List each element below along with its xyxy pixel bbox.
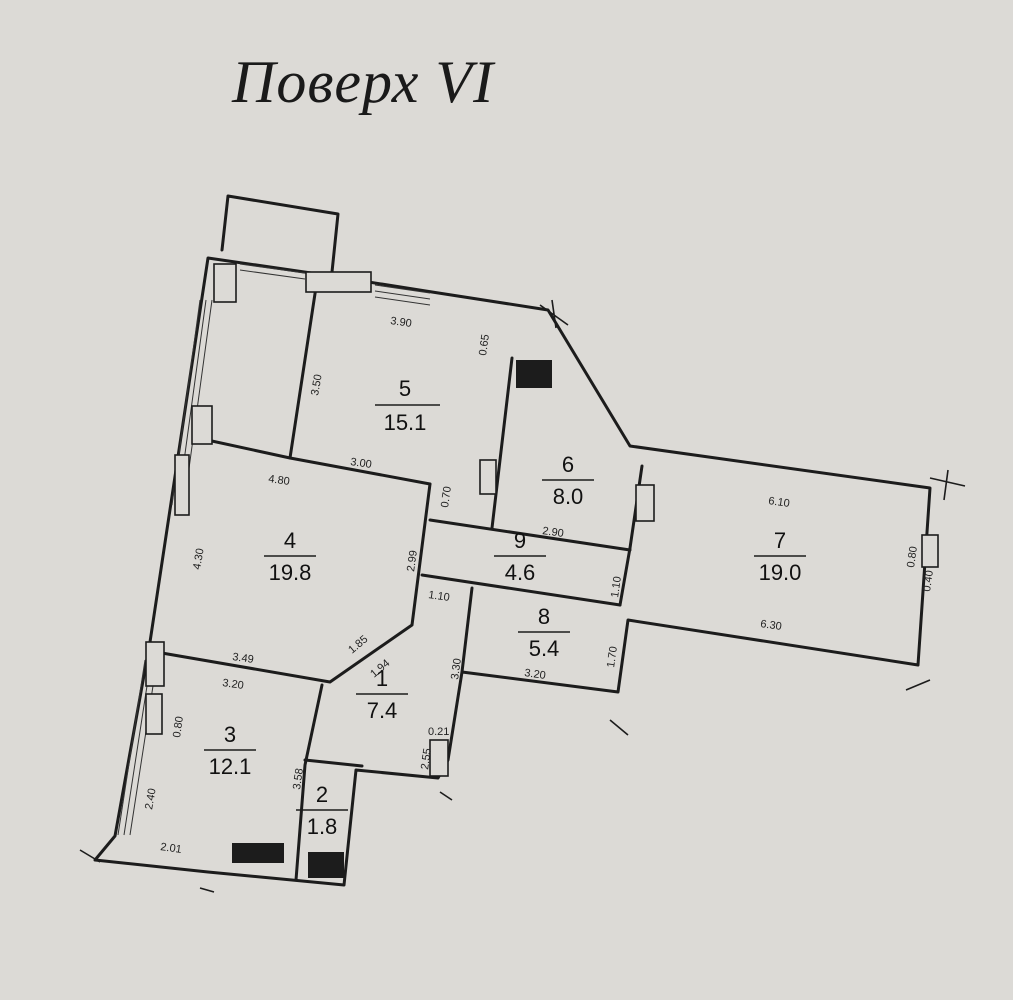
dimension-label: 0.65 [477,334,492,357]
radiator-room3 [145,693,163,735]
dimension-label: 1.70 [605,646,620,669]
room-4-number: 4 [284,528,296,553]
column-left-mid [191,405,213,445]
room-2-label: 21.8 [296,782,348,839]
dimension-label: 2.99 [405,550,420,573]
dimension-label: 1.10 [428,589,451,604]
room-4-label: 419.8 [264,528,316,585]
wall-room4-right [154,482,432,684]
wall-corridor-bottom [420,573,622,607]
dimension-label: 1.85 [346,633,370,656]
dimension-label: 3.49 [232,651,255,666]
window-top-balcony [239,263,306,280]
radiator-room7-right [921,534,939,568]
dimension-label: 0.70 [439,486,454,509]
dimension-label: 6.30 [760,618,783,633]
wall-room1-left [294,683,324,882]
dimension-label: 6.10 [768,495,791,510]
room-3-area: 12.1 [209,754,252,779]
dimension-label: 3.90 [390,315,413,330]
room-8-label: 85.4 [518,604,570,661]
room-9-label: 94.6 [494,528,546,585]
room-7-label: 719.0 [754,528,806,585]
room-2-number: 2 [316,782,328,807]
page-title: Поверх VI [232,49,495,115]
dimension-label: 2.01 [160,841,183,856]
room-3-number: 3 [224,722,236,747]
column-topleft [213,263,237,303]
room-6-label: 68.0 [542,452,594,509]
wall-room7-left [618,546,632,607]
room-8-number: 8 [538,604,550,629]
room-4-area: 19.8 [269,560,312,585]
wall-room2-top [303,758,364,768]
window-top-5 [374,284,431,306]
room-1-number: 1 [376,666,388,691]
wall-room8-left [460,586,474,674]
wall-room5-right [490,356,514,530]
dimension-label: 3.20 [524,667,547,682]
room-8-area: 5.4 [529,636,560,661]
room-2-area: 1.8 [307,814,338,839]
balcony-outline [220,194,340,274]
room-6-number: 6 [562,452,574,477]
vent-grille-room3 [232,843,284,863]
dimension-label: 3.00 [350,456,373,471]
dimension-label: 3.50 [309,373,325,396]
dimension-label: 4.30 [191,547,207,570]
room-7-area: 19.0 [759,560,802,585]
radiator-left [174,454,190,516]
radiator-room7-left [635,484,655,522]
wall-corridor-top [428,518,632,552]
dimension-label: 0.40 [921,570,936,593]
vent-grille-room2 [308,852,344,878]
dimension-label: 3.20 [222,677,245,692]
room-5-label: 5 15.1 [375,376,440,435]
dimension-label: 3.58 [291,768,306,791]
dimension-label: 0.80 [171,716,186,739]
column-room1 [429,739,449,777]
wall-room5-left [288,272,320,460]
corner-mark-topright [539,299,966,501]
corner-mark-bottom [79,679,931,893]
room-5-number: 5 [399,376,411,401]
dimension-label: 1.10 [609,576,624,599]
room-3-label: 312.1 [204,722,256,779]
window-left-lower [117,659,158,836]
room-6-area: 8.0 [553,484,584,509]
dimension-label: 4.80 [268,473,291,488]
room-9-number: 9 [514,528,526,553]
room-9-area: 4.6 [505,560,536,585]
radiator-room6 [479,459,497,495]
dimension-label: 3.30 [449,658,464,681]
dimension-label: 0.80 [905,546,920,569]
room-5-area: 15.1 [384,410,427,435]
dimension-label: 0.21 [428,726,449,738]
vent-grille-room6 [516,360,552,388]
room-1-area: 7.4 [367,698,398,723]
dimension-label: 2.40 [143,787,159,810]
dimension-label: 2.90 [542,525,565,540]
column-left-lower [145,641,165,687]
room-1-label: 17.4 [356,666,408,723]
dimension-label: 2.55 [419,748,434,771]
wall-room4-top [196,436,432,486]
column-5-top [305,271,372,293]
room-7-number: 7 [774,528,786,553]
